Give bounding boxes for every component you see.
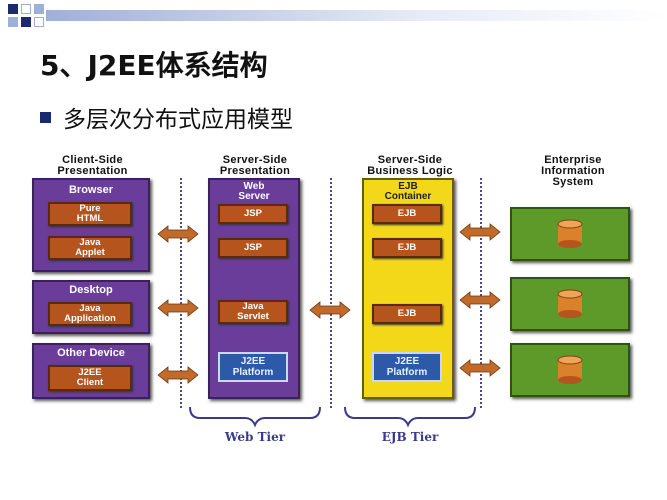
eis-box	[510, 207, 630, 261]
client-panel-browser: Browser Pure HTML Java Applet	[32, 178, 150, 272]
component-box: EJB	[372, 204, 442, 224]
component-box: JSP	[218, 204, 288, 224]
component-box: Pure HTML	[48, 202, 132, 226]
database-cylinder-icon	[557, 289, 583, 318]
bidirectional-arrow-icon	[309, 301, 351, 319]
decor-square	[8, 4, 18, 14]
component-box: J2EE Client	[48, 365, 132, 391]
panel-title: Desktop	[69, 284, 113, 296]
panel-title: EJB Container	[384, 181, 432, 202]
decor-square	[34, 4, 44, 14]
platform-box: J2EE Platform	[372, 352, 442, 382]
tier-separator	[330, 178, 332, 408]
ejb-container-panel: EJB Container EJB EJB EJB J2EE Platform	[362, 178, 454, 399]
client-panel-desktop: Desktop Java Application	[32, 280, 150, 334]
decor-square	[8, 17, 18, 27]
bidirectional-arrow-icon	[157, 299, 199, 317]
panel-title: Other Device	[57, 347, 125, 359]
component-box: Java Servlet	[218, 300, 288, 324]
component-box: JSP	[218, 238, 288, 258]
component-box: Java Application	[48, 302, 132, 326]
column-header-business: Server-Side Business Logic	[367, 154, 453, 177]
platform-box: J2EE Platform	[218, 352, 288, 382]
web-server-panel: Web Server JSP JSP Java Servlet J2EE Pla…	[208, 178, 300, 399]
header-band	[0, 0, 667, 28]
component-box: Java Applet	[48, 236, 132, 260]
bullet-square-icon	[40, 112, 51, 123]
tier-separator	[180, 178, 182, 408]
panel-title: Browser	[68, 184, 114, 196]
database-cylinder-icon	[557, 219, 583, 248]
bidirectional-arrow-icon	[459, 291, 501, 309]
slide-title: 5、J2EE体系结构	[40, 49, 268, 82]
client-panel-other-device: Other Device J2EE Client	[32, 343, 150, 399]
ejb-tier-label: EJB Tier	[381, 430, 439, 444]
column-header-client: Client-Side Presentation	[57, 154, 128, 177]
decor-square	[21, 4, 31, 14]
web-tier-brace	[189, 406, 321, 428]
component-box: EJB	[372, 304, 442, 324]
bidirectional-arrow-icon	[459, 359, 501, 377]
decor-square	[21, 17, 31, 27]
ejb-tier-brace	[344, 406, 476, 428]
web-tier-label: Web Tier	[224, 430, 286, 444]
bullet-item: 多层次分布式应用模型	[40, 100, 293, 134]
eis-box	[510, 343, 630, 397]
bidirectional-arrow-icon	[157, 225, 199, 243]
decor-square	[34, 17, 44, 27]
tier-separator	[480, 178, 482, 408]
database-cylinder-icon	[557, 355, 583, 384]
component-box: EJB	[372, 238, 442, 258]
panel-title: Web Server	[238, 181, 270, 202]
bidirectional-arrow-icon	[157, 366, 199, 384]
bullet-text: 多层次分布式应用模型	[63, 107, 293, 133]
column-header-server: Server-Side Presentation	[219, 154, 291, 177]
eis-box	[510, 277, 630, 331]
bidirectional-arrow-icon	[459, 223, 501, 241]
column-header-eis: Enterprise Information System	[541, 154, 605, 188]
header-gradient	[46, 10, 667, 21]
